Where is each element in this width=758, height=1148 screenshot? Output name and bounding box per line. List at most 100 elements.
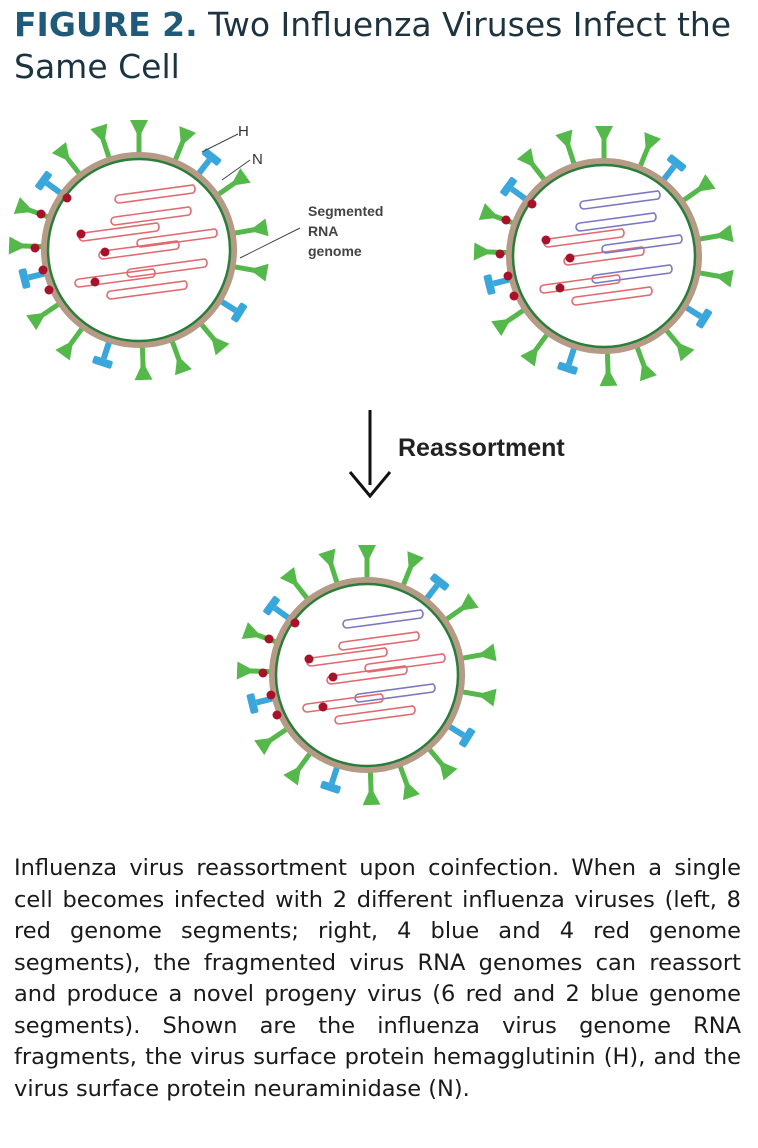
polymerase-dot <box>76 229 86 239</box>
hemagglutinin-spike <box>397 764 420 801</box>
neuraminidase-spike <box>320 765 341 794</box>
polymerase-dot <box>36 209 46 219</box>
hemagglutinin-spike <box>233 218 269 237</box>
hemagglutinin-spike <box>681 174 716 203</box>
hemagglutinin-spike <box>358 545 376 579</box>
reassortment-label: Reassortment <box>398 434 565 462</box>
n-label: N <box>252 151 263 168</box>
rna-segment <box>334 705 416 725</box>
hemagglutinin-spike <box>90 123 112 160</box>
hemagglutinin-spike <box>595 126 613 160</box>
polymerase-dot <box>62 193 72 203</box>
hemagglutinin-spike <box>172 126 197 162</box>
matrix-layer <box>46 157 232 343</box>
rna-segment <box>106 280 188 300</box>
hemagglutinin-spike <box>318 548 340 585</box>
neuraminidase-spike <box>218 298 248 323</box>
hemagglutinin-spike <box>400 551 425 587</box>
polymerase-dot <box>541 235 551 245</box>
hemagglutinin-spike <box>216 168 251 197</box>
reassortment-diagram: H N Segmented RNA genome Reassortment <box>8 120 734 806</box>
rna-segment <box>342 609 424 629</box>
rna-segment <box>126 258 208 278</box>
rna-segment <box>601 234 683 254</box>
h-pointer-line <box>201 133 239 153</box>
hemagglutinin-spike <box>233 263 269 282</box>
hemagglutinin-spike <box>637 132 662 168</box>
neuraminidase-spike <box>557 346 578 375</box>
polymerase-dot <box>555 283 565 293</box>
genome-label-line1: Segmented <box>308 203 383 219</box>
hemagglutinin-spike <box>461 643 497 662</box>
hemagglutinin-spike <box>279 567 310 601</box>
figure-title-text: Two Influenza Viruses Infect the Same Ce… <box>14 5 732 86</box>
rna-segment <box>110 206 192 226</box>
hemagglutinin-spike <box>426 746 458 781</box>
hemagglutinin-spike <box>599 351 618 387</box>
polymerase-dot <box>38 265 48 275</box>
hemagglutinin-spike <box>55 326 85 361</box>
neuraminidase-spike <box>446 723 476 748</box>
rna-segment <box>539 274 621 294</box>
polymerase-dot <box>258 668 268 678</box>
rna-segment <box>575 212 657 232</box>
hemagglutinin-spike <box>169 339 192 376</box>
neuraminidase-spike <box>92 340 113 369</box>
polymerase-dot <box>501 215 511 225</box>
hemagglutinin-spike <box>698 224 734 243</box>
hemagglutinin-spike <box>26 301 61 331</box>
neuraminidase-spike <box>660 154 687 183</box>
hemagglutinin-spike <box>520 332 550 367</box>
polymerase-dot <box>304 654 314 664</box>
genome-label-line3: genome <box>308 243 362 259</box>
polymerase-dot <box>30 243 40 253</box>
hemagglutinin-spike <box>461 688 497 707</box>
h-label: H <box>238 123 249 140</box>
hemagglutinin-spike <box>134 345 153 381</box>
virus-right <box>473 126 734 387</box>
polymerase-dot <box>90 277 100 287</box>
hemagglutinin-spike <box>516 148 547 182</box>
n-pointer-line <box>221 159 251 181</box>
neuraminidase-spike <box>683 304 713 329</box>
neuraminidase-spike <box>263 595 292 621</box>
polymerase-dot <box>264 634 274 644</box>
polymerase-dot <box>44 285 54 295</box>
rna-segment <box>571 286 653 306</box>
hemagglutinin-spike <box>130 120 148 154</box>
neuraminidase-spike <box>500 176 529 202</box>
polymerase-dot <box>328 672 338 682</box>
hemagglutinin-spike <box>362 770 381 806</box>
hemagglutinin-spike <box>663 327 695 362</box>
rna-segment <box>591 264 673 284</box>
polymerase-dot <box>266 690 276 700</box>
virus-progeny <box>236 545 497 806</box>
polymerase-dot <box>565 253 575 263</box>
hemagglutinin-spike <box>254 726 289 756</box>
hemagglutinin-spike <box>634 345 657 382</box>
neuraminidase-spike <box>35 170 64 196</box>
rna-segment <box>302 693 384 713</box>
figure-caption: Influenza virus reassortment upon coinfe… <box>14 855 741 1102</box>
rna-segment <box>579 190 661 210</box>
rna-segment <box>338 631 420 651</box>
polymerase-dot <box>272 710 282 720</box>
genome-label-line2: RNA <box>308 223 338 239</box>
rna-segment <box>364 653 446 673</box>
polymerase-dot <box>527 199 537 209</box>
polymerase-dot <box>495 249 505 259</box>
rna-segment <box>354 683 436 703</box>
matrix-layer <box>274 582 460 768</box>
hemagglutinin-spike <box>444 593 479 622</box>
rna-segment <box>74 268 156 288</box>
figure-title: FIGURE 2. Two Influenza Viruses Infect t… <box>14 4 744 88</box>
polymerase-dot <box>318 702 328 712</box>
hemagglutinin-spike <box>198 321 230 356</box>
polymerase-dot <box>100 247 110 257</box>
polymerase-dot <box>509 291 519 301</box>
hemagglutinin-spike <box>283 751 313 786</box>
hemagglutinin-spike <box>51 142 82 176</box>
neuraminidase-spike <box>195 148 222 177</box>
polymerase-dot <box>290 618 300 628</box>
hemagglutinin-spike <box>555 129 577 166</box>
